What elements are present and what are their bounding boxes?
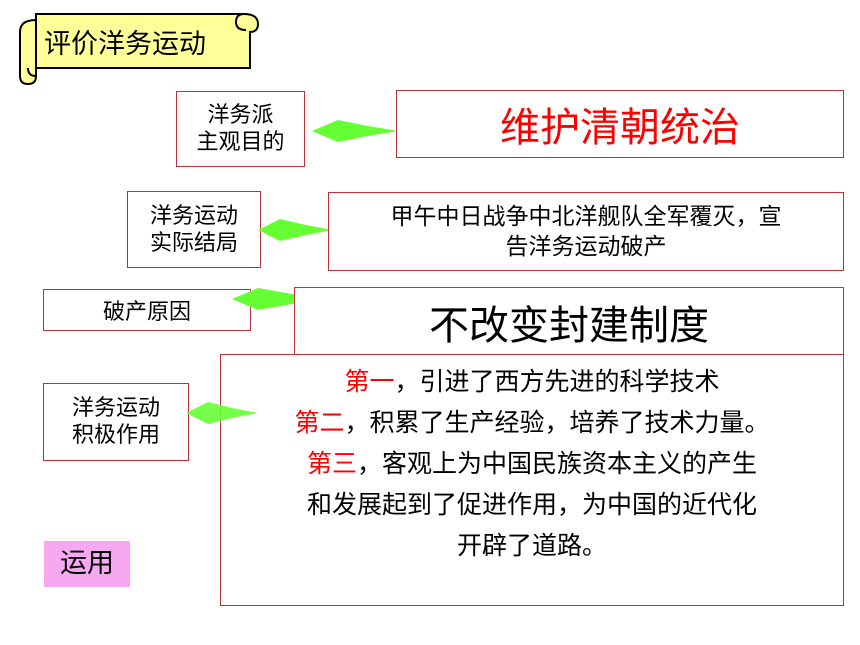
purpose-label: 洋务派 主观目的 [176,91,305,167]
outcome-label-line-1: 洋务运动 [149,203,238,229]
page-title: 评价洋务运动 [44,29,206,60]
point-1-text: ，引进了西方先进的科学技术 [394,367,720,396]
cause-label: 破产原因 [43,289,251,331]
green-arrow-icon [186,402,258,424]
purpose-result: 维护清朝统治 [396,90,844,158]
green-arrow-icon [232,288,324,310]
outcome-label-line-2: 实际结局 [149,230,238,256]
point-3-text: ，客观上为中国民族资本主义的产生 [357,449,758,478]
green-arrow-icon [258,219,332,241]
positive-result: 第一，引进了西方先进的科学技术 第二，积累了生产经验，培养了技术力量。 第三，客… [220,354,844,606]
cause-result: 不改变封建制度 [294,287,844,356]
point-3: 第三，客观上为中国民族资本主义的产生 [221,443,843,484]
purpose-label-line-2: 主观目的 [196,130,285,155]
point-2-text: ，积累了生产经验，培养了技术力量。 [344,408,770,437]
positive-label-line-1: 洋务运动 [71,396,160,421]
point-1: 第一，引进了西方先进的科学技术 [221,361,843,402]
green-arrow-icon [312,120,398,142]
point-3-marker: 第三 [306,449,357,478]
apply-tag[interactable]: 运用 [44,541,130,587]
scroll-shape [19,13,260,86]
outcome-result-line-2: 告洋务运动破产 [505,233,667,260]
point-1-marker: 第一 [344,367,395,396]
point-2: 第二，积累了生产经验，培养了技术力量。 [221,402,843,443]
outcome-label: 洋务运动 实际结局 [127,191,261,268]
title-scroll: 评价洋务运动 [6,6,264,86]
point-3-continuation-2: 开辟了道路。 [456,531,607,560]
point-3-continuation-1: 和发展起到了促进作用，为中国的近代化 [306,490,757,519]
outcome-result: 甲午中日战争中北洋舰队全军覆灭，宣 告洋务运动破产 [328,192,844,271]
positive-label-line-2: 积极作用 [71,423,160,448]
positive-label: 洋务运动 积极作用 [43,383,189,461]
point-2-marker: 第二 [294,408,345,437]
outcome-result-line-1: 甲午中日战争中北洋舰队全军覆灭，宣 [390,203,782,230]
purpose-label-line-1: 洋务派 [207,103,274,128]
